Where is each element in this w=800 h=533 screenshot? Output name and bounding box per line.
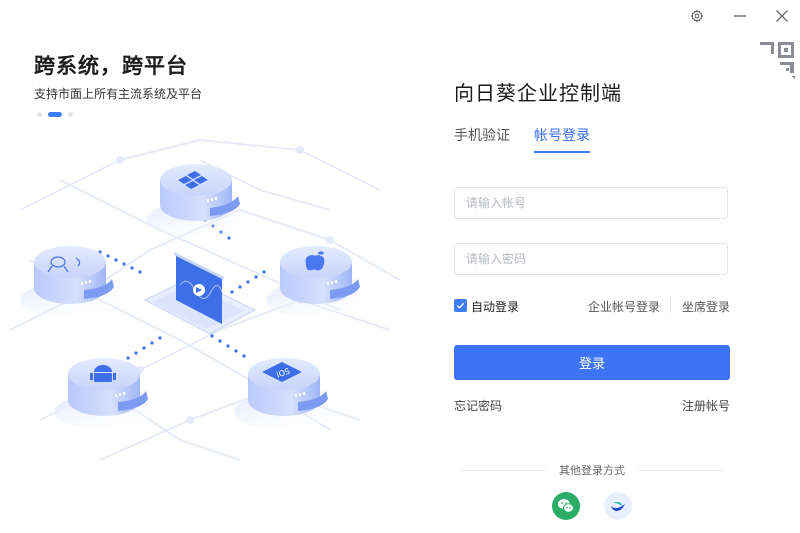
close-icon (776, 10, 788, 22)
qr-login-toggle[interactable] (752, 38, 800, 84)
svg-text:iOS: iOS (275, 367, 291, 380)
android-node (54, 358, 154, 430)
settings-button[interactable] (687, 6, 707, 26)
seat-login-link[interactable]: 坐席登录 (681, 300, 730, 314)
checkmark-icon (456, 302, 465, 309)
divider (670, 298, 671, 313)
login-panel: 向日葵企业控制端 手机验证 帐号登录 自动登录 企业帐号登录 坐席登录 登录 忘… (454, 0, 730, 533)
account-input[interactable] (454, 187, 728, 219)
password-input[interactable] (454, 243, 728, 275)
other-login-divider: 其他登录方式 (458, 462, 726, 478)
laptop-illustration (143, 252, 257, 335)
qr-code-icon (760, 42, 795, 82)
carousel-dot[interactable] (68, 112, 73, 117)
carousel-indicator (37, 112, 73, 117)
lark-icon (611, 502, 625, 511)
app-title: 向日葵企业控制端 (454, 81, 622, 105)
wechat-icon (558, 499, 574, 513)
tab-account-login[interactable]: 帐号登录 (534, 125, 590, 153)
gear-icon (690, 9, 704, 23)
hero-panel: 跨系统，跨平台 支持市面上所有主流系统及平台 (9, 54, 401, 461)
divider-line (637, 469, 726, 471)
carousel-dot-active[interactable] (48, 112, 62, 117)
auto-login-label[interactable]: 自动登录 (471, 300, 520, 314)
cross-platform-illustration: iOS (9, 138, 401, 461)
minimize-icon (734, 15, 746, 17)
linux-node (20, 246, 120, 318)
hero-title: 跨系统，跨平台 (34, 54, 188, 78)
login-options: 自动登录 企业帐号登录 坐席登录 (454, 297, 730, 315)
windows-node (146, 164, 246, 238)
macos-node (266, 246, 366, 318)
forgot-password-link[interactable]: 忘记密码 (454, 399, 503, 413)
lark-login-button[interactable] (604, 492, 632, 520)
wechat-login-button[interactable] (552, 492, 580, 520)
login-button[interactable]: 登录 (454, 345, 730, 380)
ios-node: iOS (234, 358, 334, 430)
other-login-label: 其他登录方式 (559, 464, 625, 477)
tab-phone-verification[interactable]: 手机验证 (454, 128, 510, 144)
minimize-button[interactable] (730, 6, 750, 26)
hero-subtitle: 支持市面上所有主流系统及平台 (34, 87, 203, 101)
login-tabs: 手机验证 帐号登录 (454, 125, 590, 153)
auto-login-checkbox[interactable] (454, 299, 467, 312)
register-link[interactable]: 注册帐号 (681, 399, 730, 413)
enterprise-login-link[interactable]: 企业帐号登录 (587, 300, 660, 314)
carousel-dot[interactable] (37, 112, 42, 117)
close-button[interactable] (772, 6, 792, 26)
divider-line (458, 469, 547, 471)
